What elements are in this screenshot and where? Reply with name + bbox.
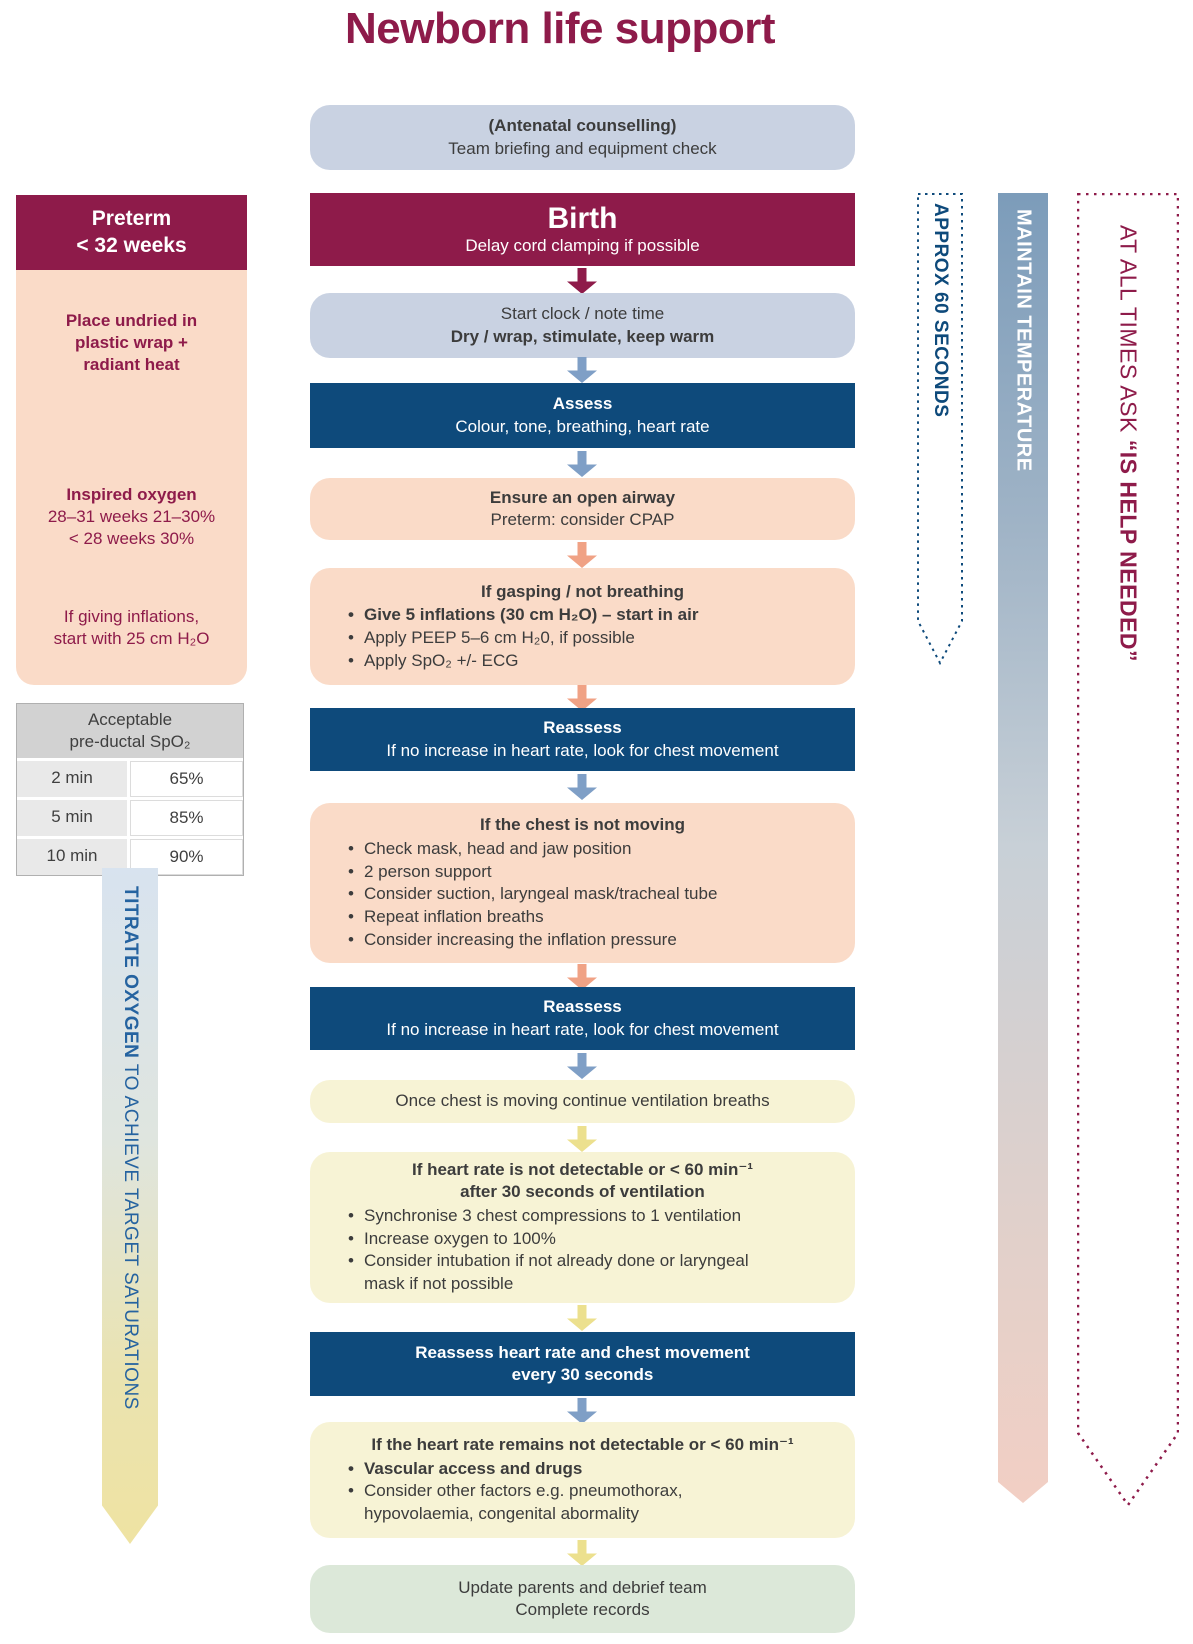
box-title: If the chest is not moving <box>480 815 685 835</box>
titrate-rest-text: TO ACHIEVE TARGET SATURATIONS <box>120 1058 141 1410</box>
box-gasping-not-breathing: If gasping / not breathing Give 5 inflat… <box>310 568 855 685</box>
arrow-down-icon <box>567 1126 597 1152</box>
box-line1: Once chest is moving continue ventilatio… <box>395 1091 770 1111</box>
box-title: Birth <box>547 201 618 235</box>
arrow-down-icon <box>567 357 597 383</box>
arrow-down-icon <box>567 1305 597 1331</box>
titrate-oxygen-arrow: TITRATE OXYGEN TO ACHIEVE TARGET SATURAT… <box>102 868 158 1544</box>
approx-60-seconds-banner: APPROX 60 SECONDS <box>917 193 963 665</box>
box-heart-rate-low: If heart rate is not detectable or < 60 … <box>310 1152 855 1303</box>
spo2-table: Acceptable pre-ductal SpO₂ 2 min 65% 5 m… <box>16 703 244 877</box>
box-title: Ensure an open airway <box>489 487 676 507</box>
flowchart: (Antenatal counselling) Team briefing an… <box>310 0 855 1644</box>
arrow-down-icon <box>567 542 597 568</box>
box-start-clock: Start clock / note time Dry / wrap, stim… <box>310 293 855 358</box>
dashed-arrow-outline-icon <box>917 193 963 665</box>
box-title: If the heart rate remains not detectable… <box>371 1435 794 1455</box>
bullet-item: Consider increasing the inflation pressu… <box>348 929 835 952</box>
titrate-oxygen-label: TITRATE OXYGEN TO ACHIEVE TARGET SATURAT… <box>119 868 141 1544</box>
arrow-down-icon <box>567 451 597 477</box>
preterm-header: Preterm < 32 weeks <box>16 195 247 270</box>
box-title: (Antenatal counselling) <box>488 116 677 136</box>
preterm-body: Place undried in plastic wrap + radiant … <box>16 270 247 685</box>
dotted-arrow-outline-icon <box>1077 193 1179 1508</box>
box-reassess-1: Reassess If no increase in heart rate, l… <box>310 708 855 771</box>
ask-is-help-needed-banner: AT ALL TIMES ASK “IS HELP NEEDED” <box>1077 193 1179 1508</box>
preterm-header-label: Preterm < 32 weeks <box>76 207 187 257</box>
bullet-item: Synchronise 3 chest compressions to 1 ve… <box>348 1205 835 1228</box>
arrow-down-icon <box>567 1053 597 1079</box>
place-undried-text: Place undried in plastic wrap + radiant … <box>65 311 198 375</box>
box-assess: Assess Colour, tone, breathing, heart ra… <box>310 383 855 448</box>
box-title: Reassess <box>543 997 622 1017</box>
box-line1: Start clock / note time <box>500 304 665 324</box>
maintain-temperature-label: MAINTAIN TEMPERATURE <box>1012 209 1035 472</box>
ask-is-help-needed-label: AT ALL TIMES ASK “IS HELP NEEDED” <box>1115 193 1142 1508</box>
box-line2: Complete records <box>515 1600 650 1619</box>
box-reassess-2: Reassess If no increase in heart rate, l… <box>310 987 855 1050</box>
arrow-down-icon <box>567 268 597 294</box>
ask-bold-text: “IS HELP NEEDED” <box>1115 439 1142 663</box>
box-title: Assess <box>552 394 613 414</box>
box-antenatal-counselling: (Antenatal counselling) Team briefing an… <box>310 105 855 170</box>
table-row: 5 min 85% <box>17 800 243 840</box>
box-birth: Birth Delay cord clamping if possible <box>310 193 855 266</box>
inspired-oxygen-title: Inspired oxygen <box>66 485 197 505</box>
inflations-text: If giving inflations, start with 25 cm H… <box>53 606 210 648</box>
bullet-item: Consider suction, laryngeal mask/trachea… <box>348 883 835 906</box>
box-subtitle: If no increase in heart rate, look for c… <box>386 740 779 760</box>
bullet-item: Check mask, head and jaw position <box>348 838 835 861</box>
table-row: 2 min 65% <box>17 761 243 801</box>
bullet-item: 2 person support <box>348 861 835 884</box>
titrate-bold-text: TITRATE OXYGEN <box>120 886 141 1059</box>
arrow-down-icon <box>567 774 597 800</box>
approx-60-seconds-label: APPROX 60 SECONDS <box>930 203 951 418</box>
box-title: Reassess heart rate and chest movement e… <box>415 1342 750 1384</box>
box-open-airway: Ensure an open airway Preterm: consider … <box>310 478 855 540</box>
maintain-temperature-banner: MAINTAIN TEMPERATURE <box>998 193 1048 1503</box>
spo2-time-cell: 5 min <box>17 800 127 837</box>
box-subtitle: Colour, tone, breathing, heart rate <box>455 416 710 436</box>
arrow-down-icon <box>567 1398 597 1424</box>
bullet-item: Repeat inflation breaths <box>348 906 835 929</box>
bullet-item: Apply PEEP 5–6 cm H₂0, if possible <box>348 627 835 650</box>
bullet-item: Vascular access and drugs <box>348 1458 835 1481</box>
bullet-item: Increase oxygen to 100% <box>348 1228 835 1251</box>
box-line1: Update parents and debrief team <box>458 1577 707 1597</box>
box-chest-not-moving: If the chest is not moving Check mask, h… <box>310 803 855 963</box>
bullet-item: Consider other factors e.g. pneumothorax… <box>348 1480 835 1526</box>
bullet-item: Give 5 inflations (30 cm H₂O) – start in… <box>348 604 835 627</box>
box-reassess-every-30s: Reassess heart rate and chest movement e… <box>310 1332 855 1396</box>
spo2-time-cell: 2 min <box>17 761 127 798</box>
box-heart-rate-remains-low: If the heart rate remains not detectable… <box>310 1422 855 1538</box>
preterm-panel: Preterm < 32 weeks Place undried in plas… <box>16 195 247 685</box>
bullet-item: Apply SpO₂ +/- ECG <box>348 650 835 673</box>
ask-prefix-text: AT ALL TIMES ASK <box>1115 225 1142 440</box>
box-title: If gasping / not breathing <box>480 581 685 601</box>
arrow-down-icon <box>567 1540 597 1566</box>
inspired-oxygen-values: 28–31 weeks 21–30% < 28 weeks 30% <box>47 507 216 549</box>
box-title: Reassess <box>543 718 622 738</box>
box-subtitle: Delay cord clamping if possible <box>465 235 700 255</box>
box-update-parents: Update parents and debrief team Complete… <box>310 1565 855 1633</box>
box-subtitle: If no increase in heart rate, look for c… <box>386 1019 779 1039</box>
box-line2: Dry / wrap, stimulate, keep warm <box>450 326 715 346</box>
box-subtitle: Preterm: consider CPAP <box>490 510 675 529</box>
spo2-value-cell: 65% <box>130 761 243 798</box>
spo2-value-cell: 85% <box>130 800 243 837</box>
box-title: If heart rate is not detectable or < 60 … <box>411 1160 754 1202</box>
page-title: Newborn life support <box>345 4 776 53</box>
box-subtitle: Team briefing and equipment check <box>448 138 717 158</box>
box-once-chest-moving: Once chest is moving continue ventilatio… <box>310 1080 855 1123</box>
spo2-table-header: Acceptable pre-ductal SpO₂ <box>17 704 243 762</box>
bullet-item: Consider intubation if not already done … <box>348 1250 835 1296</box>
